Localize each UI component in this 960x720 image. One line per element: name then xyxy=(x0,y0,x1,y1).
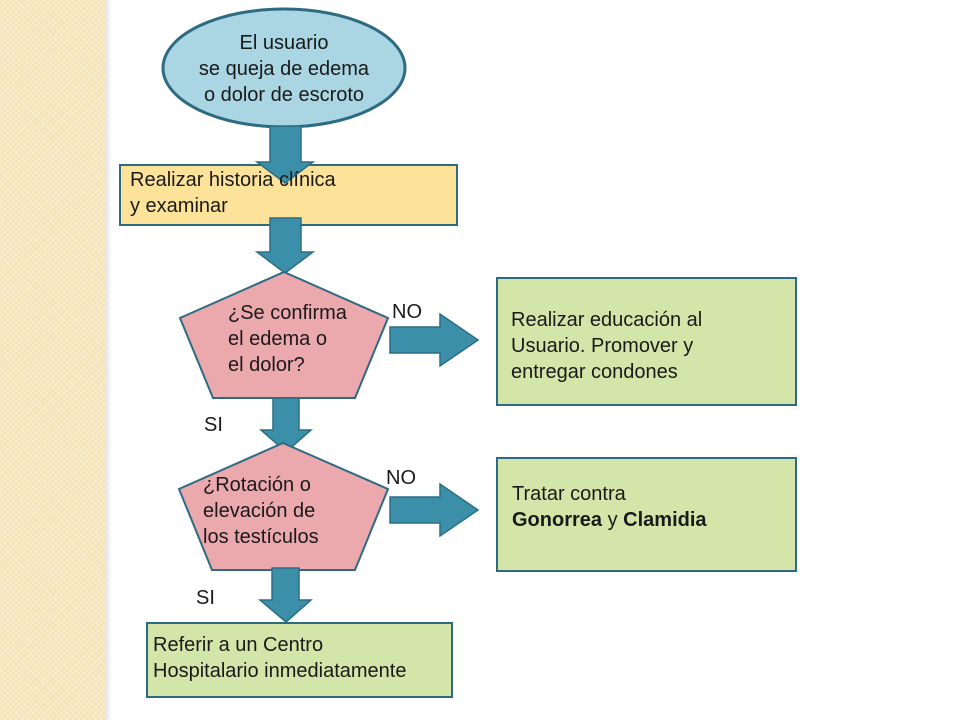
step1-text: Realizar historia clínica y examinar xyxy=(130,167,450,219)
decision1-line: ¿Se confirma xyxy=(228,302,347,324)
start-line: El usuario xyxy=(239,32,329,54)
outcome1-line: Realizar educación al xyxy=(511,309,703,331)
decision1-line: el dolor? xyxy=(228,354,305,376)
start-line: se queja de edema xyxy=(198,58,370,80)
arrow-down-4 xyxy=(257,567,313,623)
decision2-line: ¿Rotación o xyxy=(203,474,311,496)
decorative-left-strip xyxy=(0,0,106,720)
final-line: Hospitalario inmediatamente xyxy=(153,660,407,682)
step1-line: Realizar historia clínica xyxy=(130,169,336,191)
outcome2-bold-clamidia: Clamidia xyxy=(623,509,707,531)
decision2-no-label: NO xyxy=(386,467,416,489)
start-text: El usuario se queja de edema o dolor de … xyxy=(164,30,404,108)
outcome1-line: entregar condones xyxy=(511,361,678,383)
arrow-down-2 xyxy=(254,217,316,274)
outcome2-line1: Tratar contra xyxy=(512,483,626,505)
outcome2-line2: Gonorrea y Clamidia xyxy=(512,507,792,533)
outcome2-text: Tratar contra Gonorrea y Clamidia xyxy=(512,481,792,533)
step1-line: y examinar xyxy=(130,195,228,217)
decision2-text: ¿Rotación o elevación de los testículos xyxy=(203,472,363,550)
outcome1-text: Realizar educación al Usuario. Promover … xyxy=(511,307,791,385)
final-referral-box xyxy=(146,622,453,698)
outcome-treat-box xyxy=(496,457,797,572)
outcome1-line: Usuario. Promover y xyxy=(511,335,694,357)
start-line: o dolor de escroto xyxy=(203,84,365,106)
final-line: Referir a un Centro xyxy=(153,634,324,656)
strip-shadow xyxy=(106,0,112,720)
outcome2-bold-gonorrea: Gonorrea xyxy=(512,509,603,531)
final-text: Referir a un Centro Hospitalario inmedia… xyxy=(153,632,448,684)
arrow-down-1 xyxy=(254,125,316,184)
decision2-yes-label: SI xyxy=(196,587,215,609)
decision1-line: el edema o xyxy=(228,328,327,350)
outcome-education-box xyxy=(496,277,797,406)
decision1-no-label: NO xyxy=(392,301,422,323)
decision1-yes-label: SI xyxy=(204,414,223,436)
arrow-down-3 xyxy=(259,397,313,453)
arrow-right-2 xyxy=(389,482,480,538)
decision2-line: elevación de xyxy=(203,500,316,522)
outcome2-connector: y xyxy=(602,509,624,531)
decision1-text: ¿Se confirma el edema o el dolor? xyxy=(228,300,378,378)
arrow-right-1 xyxy=(389,312,480,368)
decision2-line: los testículos xyxy=(203,526,319,548)
